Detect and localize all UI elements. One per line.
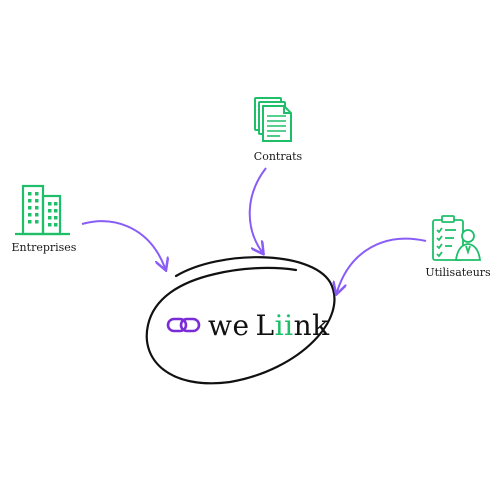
chain-link-icon (166, 317, 201, 333)
brand-part-l: L (255, 308, 275, 342)
brand-part-nk: nk (293, 308, 330, 342)
building-icon (15, 184, 70, 236)
label-entreprises: Entreprises (11, 241, 77, 254)
arrow-utilisateurs (337, 237, 427, 292)
brand-outline (145, 256, 336, 385)
arrow-entreprises (81, 220, 165, 268)
label-contrats: Contrats (253, 150, 303, 163)
label-utilisateurs: Utilisateurs (425, 266, 491, 279)
documents-icon (254, 97, 292, 142)
arrow-contrats (248, 167, 267, 252)
brand-part-ii: ii (274, 308, 294, 342)
user-checklist-icon (432, 215, 482, 261)
brand-part-we: we (208, 308, 250, 342)
